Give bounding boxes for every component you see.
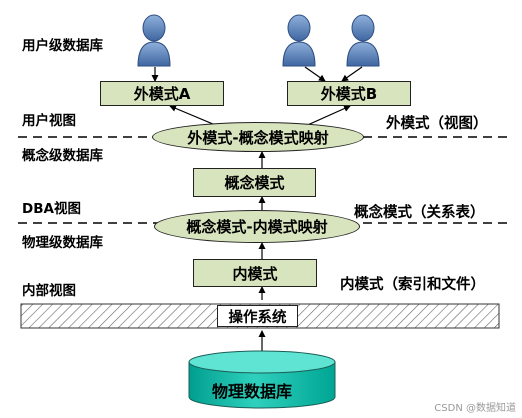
label-dba-view: DBA视图 xyxy=(22,201,81,217)
user-icon-a xyxy=(137,14,171,67)
label-user-level-db: 用户级数据库 xyxy=(22,38,103,54)
conceptual-schema-box: 概念模式 xyxy=(193,168,316,197)
user-icon-b1 xyxy=(282,14,316,67)
label-internal-view: 内部视图 xyxy=(22,283,76,299)
label-conceptual-schema-table: 概念模式（关系表） xyxy=(354,205,485,221)
external-schema-a-box: 外模式A xyxy=(100,81,224,106)
user-icon-b2 xyxy=(346,14,380,67)
label-concept-level-db: 概念级数据库 xyxy=(22,148,103,164)
external-concept-mapping-ellipse: 外模式-概念模式映射 xyxy=(152,122,364,152)
external-schema-b-box: 外模式B xyxy=(287,81,411,106)
database-cylinder xyxy=(188,350,336,409)
label-physical-level-db: 物理级数据库 xyxy=(22,235,103,251)
label-internal-schema-index: 内模式（索引和文件） xyxy=(340,277,485,293)
label-user-view: 用户视图 xyxy=(22,113,76,129)
concept-internal-mapping-ellipse: 概念模式-内模式映射 xyxy=(154,210,360,243)
arrow-user-b1 xyxy=(304,66,326,82)
watermark: CSDN @数据知道 xyxy=(434,403,516,414)
label-external-schema-view: 外模式（视图） xyxy=(386,116,488,132)
operating-system-box: 操作系统 xyxy=(217,305,298,327)
arrow-user-b2 xyxy=(341,66,363,82)
internal-schema-box: 内模式 xyxy=(193,259,317,287)
physical-database-label: 物理数据库 xyxy=(212,382,293,401)
